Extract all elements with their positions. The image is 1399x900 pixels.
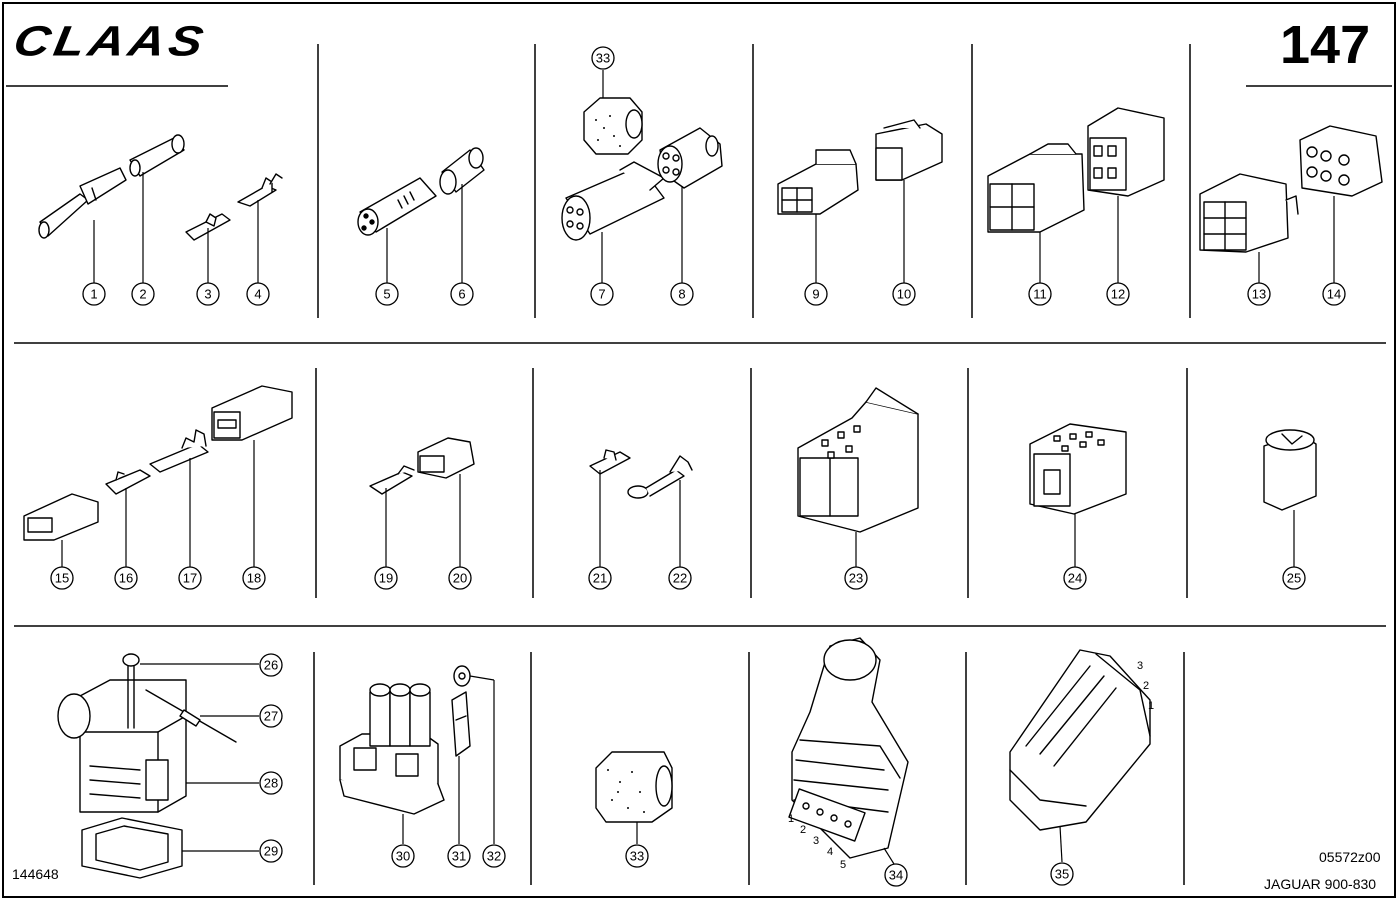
callout-32: 32 — [487, 849, 501, 864]
callout-31: 31 — [452, 849, 466, 864]
pin-label-34-4: 4 — [827, 846, 833, 858]
callout-11: 11 — [1033, 287, 1047, 302]
callout-12: 12 — [1111, 287, 1125, 302]
callout-30: 30 — [396, 849, 410, 864]
claas-logo: CLAAS — [10, 17, 211, 66]
callout-15: 15 — [55, 571, 69, 586]
callout-35: 35 — [1055, 867, 1069, 882]
part-14-drawing — [1299, 125, 1383, 197]
callout-3: 3 — [204, 287, 211, 302]
part-1-drawing — [38, 167, 127, 239]
callout-29: 29 — [264, 844, 278, 859]
callout-33-top: 33 — [596, 51, 610, 66]
part-32-drawing — [453, 665, 471, 687]
callout-28: 28 — [264, 776, 278, 791]
callout-16: 16 — [119, 571, 133, 586]
part-5-drawing — [357, 177, 437, 236]
pin-label-34-5: 5 — [840, 859, 846, 871]
callout-25: 25 — [1287, 571, 1301, 586]
callout-17: 17 — [183, 571, 197, 586]
page-number: 147 — [1280, 15, 1371, 75]
callout-34: 34 — [889, 868, 903, 883]
part-13-drawing — [1199, 173, 1299, 253]
part-21-drawing — [589, 449, 631, 475]
part-16-drawing — [105, 469, 151, 495]
callout-22: 22 — [673, 571, 687, 586]
leader-lines — [61, 70, 1335, 865]
part-10-drawing — [875, 119, 943, 181]
callout-19: 19 — [379, 571, 393, 586]
part-25-drawing — [1263, 429, 1317, 511]
part-15-drawing — [23, 493, 99, 541]
part-17-drawing — [149, 429, 209, 473]
callout-13: 13 — [1252, 287, 1266, 302]
callout-23: 23 — [849, 571, 863, 586]
pin-label-34-1: 1 — [788, 813, 794, 825]
part-33-bottom-drawing — [595, 751, 673, 823]
part-31-drawing — [451, 691, 471, 757]
callout-20: 20 — [453, 571, 467, 586]
part-35-drawing — [1009, 649, 1151, 831]
part-20-drawing — [417, 437, 475, 479]
callout-33: 33 — [630, 849, 644, 864]
part-4-drawing — [237, 173, 283, 207]
part-33-top-drawing — [583, 97, 643, 155]
part-12-drawing — [1087, 107, 1165, 197]
part-30-drawing — [339, 683, 445, 815]
part-7-drawing — [561, 161, 665, 241]
callout-6: 6 — [458, 287, 465, 302]
part-22-drawing — [627, 455, 693, 499]
part-8-drawing — [657, 127, 723, 189]
callout-5: 5 — [383, 287, 390, 302]
model-label: JAGUAR 900-830 — [1264, 876, 1377, 892]
callout-26: 26 — [264, 658, 278, 673]
callout-7: 7 — [598, 287, 605, 302]
callout-24: 24 — [1068, 571, 1082, 586]
figure-code: 05572z00 — [1319, 849, 1381, 865]
pin-label-35-1: 1 — [1148, 700, 1154, 712]
part-19-drawing — [369, 465, 415, 495]
callout-18: 18 — [247, 571, 261, 586]
pin-label-35-3: 3 — [1137, 660, 1143, 672]
part-11-drawing — [987, 143, 1085, 233]
callout-4: 4 — [254, 287, 261, 302]
callout-14: 14 — [1327, 287, 1341, 302]
callout-9: 9 — [812, 287, 819, 302]
part-3-drawing — [185, 213, 231, 241]
drawing-number: 144648 — [12, 866, 59, 882]
part-26-29-drawing — [57, 653, 237, 879]
pin-label-34-2: 2 — [800, 824, 806, 836]
part-34-drawing — [788, 637, 909, 859]
callout-10: 10 — [897, 287, 911, 302]
callout-1: 1 — [90, 287, 97, 302]
part-24-drawing — [1029, 423, 1127, 515]
pin-label-35-2: 2 — [1143, 680, 1149, 692]
callout-27: 27 — [264, 709, 278, 724]
part-23-drawing — [797, 387, 919, 533]
part-18-drawing — [211, 385, 293, 441]
part-6-drawing — [439, 147, 485, 195]
callout-21: 21 — [593, 571, 607, 586]
part-9-drawing — [777, 149, 859, 215]
part-2-drawing — [129, 134, 185, 177]
callout-2: 2 — [139, 287, 146, 302]
callout-8: 8 — [678, 287, 685, 302]
pin-label-34-3: 3 — [813, 835, 819, 847]
